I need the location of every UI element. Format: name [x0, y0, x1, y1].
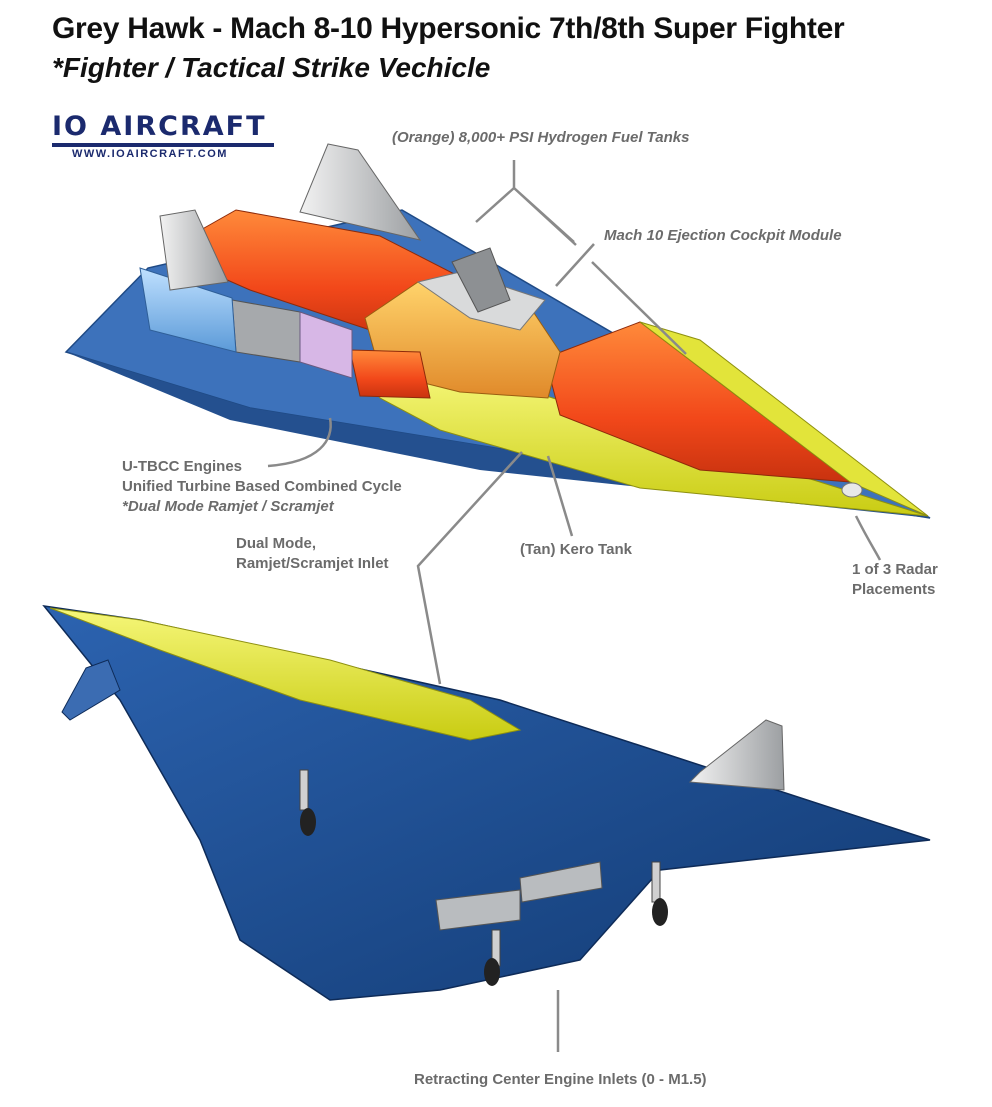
- tail-fin-front: [299, 143, 422, 241]
- page-subtitle: *Fighter / Tactical Strike Vechicle: [52, 52, 491, 83]
- hydrogen-tank-lower: [349, 349, 431, 399]
- leader-lines: [267, 160, 882, 1052]
- underside-fuselage: [42, 604, 931, 1001]
- label-radar-line2: Placements: [852, 581, 936, 598]
- tail-fin-rear: [159, 209, 229, 291]
- label-engines-line3: *Dual Mode Ramjet / Scramjet: [122, 498, 334, 515]
- logo-underline: [52, 143, 274, 147]
- label-engines-line2: Unified Turbine Based Combined Cycle: [122, 478, 402, 495]
- underside-ventral-fin: [61, 659, 121, 721]
- leader-inlet: [416, 451, 523, 685]
- label-fuel-tanks: (Orange) 8,000+ PSI Hydrogen Fuel Tanks: [392, 129, 690, 146]
- center-inlet-right: [519, 861, 603, 903]
- leader-radar: [854, 515, 882, 561]
- logo-url: WWW.IOAIRCRAFT.COM: [72, 148, 228, 160]
- radar-dome: [841, 482, 863, 498]
- nose-fairing: [639, 321, 929, 517]
- hydrogen-tank-forward: [544, 321, 852, 483]
- leader-cockpit: [555, 243, 595, 287]
- label-inlet-line1: Dual Mode,: [236, 535, 317, 552]
- label-center-inlets: Retracting Center Engine Inlets (0 - M1.…: [414, 1071, 707, 1088]
- underside-tail-fin: [688, 719, 785, 791]
- label-radar-line1: 1 of 3 Radar: [852, 561, 938, 578]
- main-gear-left: [484, 929, 501, 986]
- label-kero-tank: (Tan) Kero Tank: [520, 541, 632, 558]
- engine-combustor: [299, 311, 353, 379]
- label-cockpit: Mach 10 Ejection Cockpit Module: [604, 227, 842, 244]
- cutaway-aircraft: [64, 143, 931, 519]
- label-inlet-line2: Ramjet/Scramjet Inlet: [236, 555, 389, 572]
- logo-name: IO AIRCRAFT: [52, 111, 267, 142]
- main-gear-right: [651, 861, 668, 926]
- underside-yellow-panel: [49, 607, 522, 741]
- leader-engines: [267, 417, 332, 468]
- io-aircraft-logo: IO AIRCRAFT WWW.IOAIRCRAFT.COM: [52, 113, 274, 160]
- leader-fuel-tank-right: [591, 261, 687, 355]
- engine-duct: [139, 267, 237, 353]
- page-title: Grey Hawk - Mach 8-10 Hypersonic 7th/8th…: [52, 12, 845, 45]
- center-inlet-left: [435, 889, 521, 931]
- label-engines-line1: U-TBCC Engines: [122, 458, 242, 475]
- cockpit-seat: [451, 247, 511, 313]
- underside-aircraft: [42, 604, 931, 1001]
- nose-gear: [299, 769, 316, 836]
- leader-fuel-tanks: [475, 160, 577, 246]
- leader-kero: [546, 455, 574, 537]
